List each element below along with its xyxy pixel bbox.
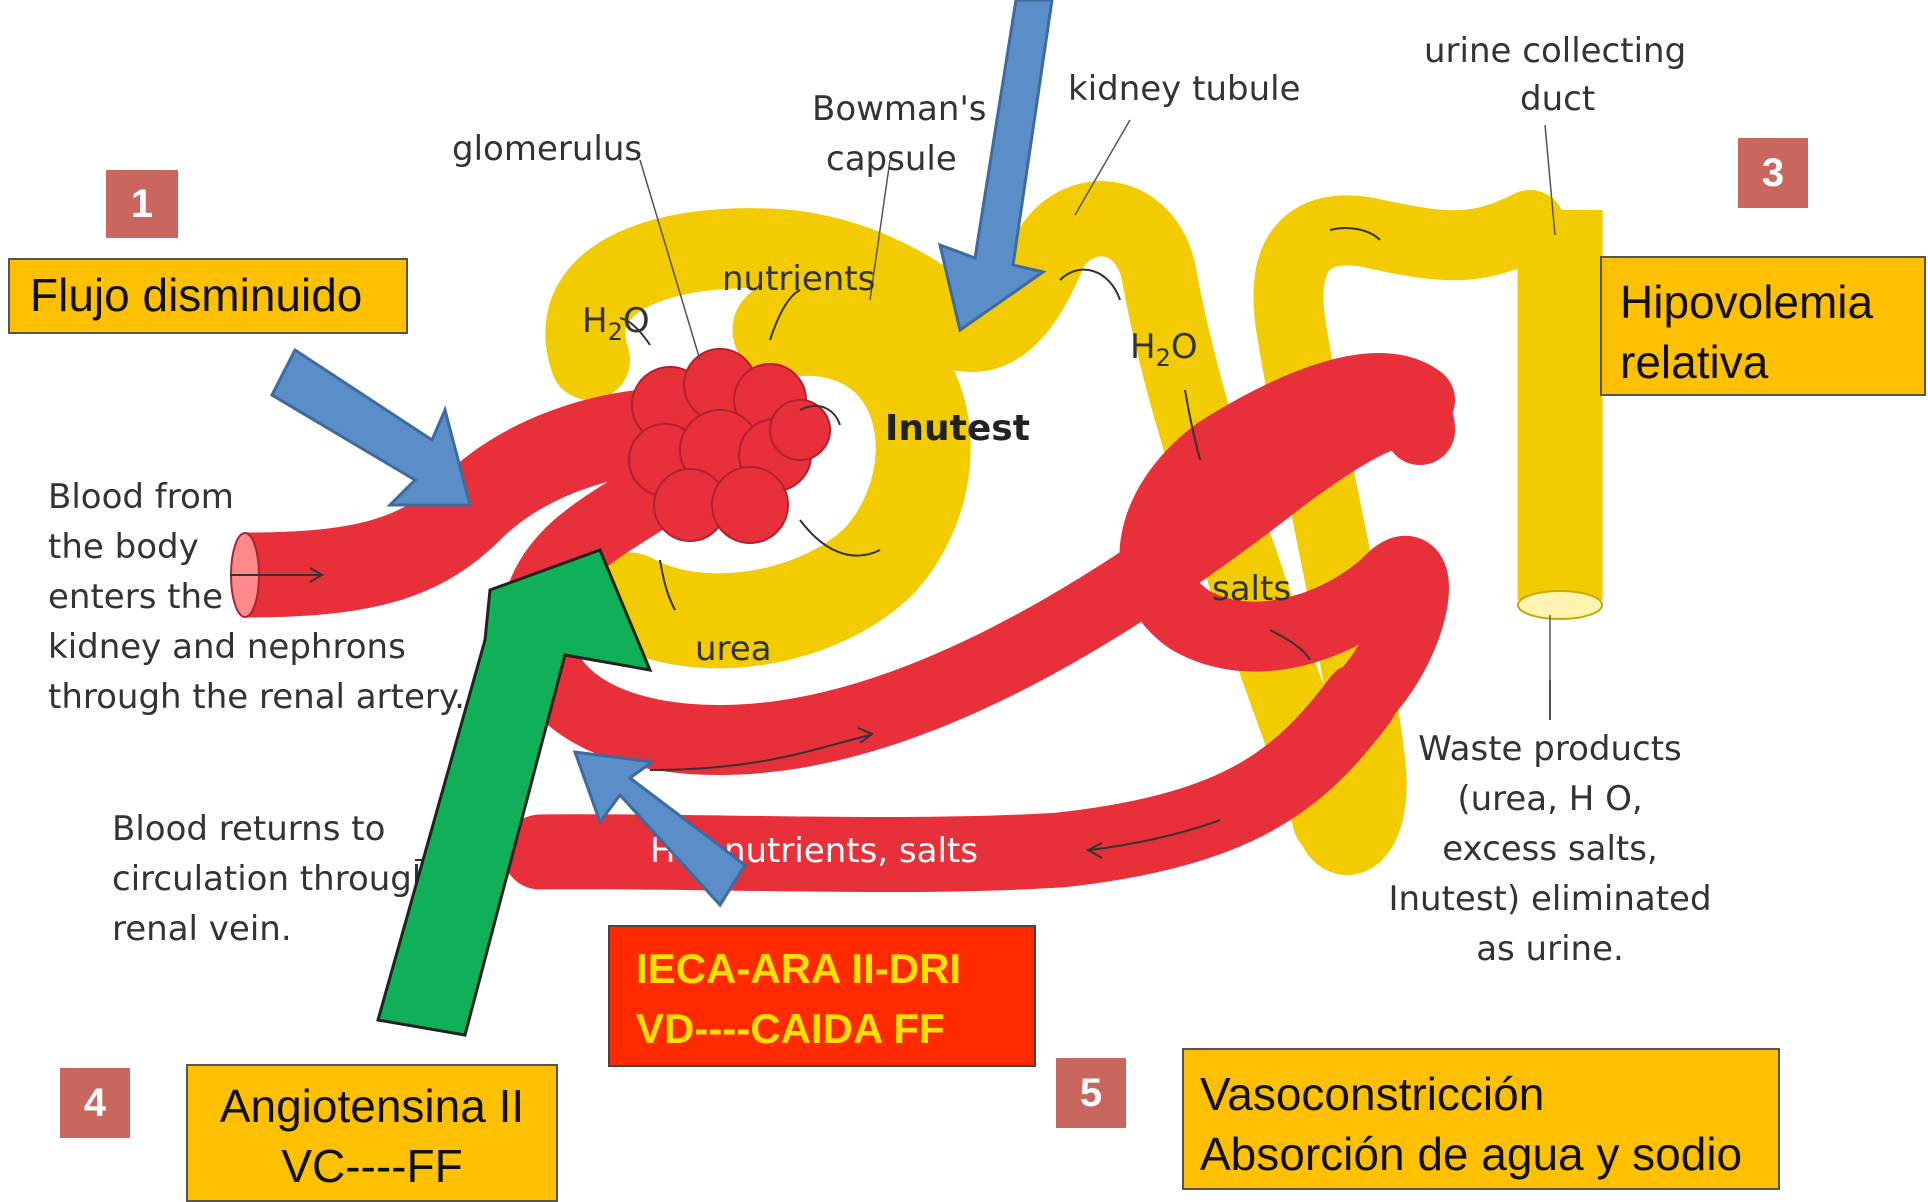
flujo-text: Flujo disminuido [30, 269, 362, 321]
blood-in-line: Blood from [48, 477, 234, 517]
label-urea: urea [695, 629, 772, 669]
vaso-line-1: Vasoconstricción [1200, 1064, 1778, 1124]
badge-5-text: 5 [1080, 1071, 1102, 1116]
label-kidney-tubule: kidney tubule [1068, 69, 1301, 109]
angio-line-2: VC----FF [188, 1136, 556, 1196]
waste-line: Waste products [1418, 729, 1682, 769]
blood-in-line: through the renal artery. [48, 677, 465, 717]
blood-in-line: the body [48, 527, 199, 567]
duct-opening [1518, 591, 1602, 619]
label-collecting-1: urine collecting [1424, 31, 1686, 71]
badge-4: 4 [60, 1068, 130, 1138]
label-blood-out: Blood returns to circulation through ren… [112, 809, 433, 949]
badge-3-text: 3 [1762, 151, 1784, 196]
waste-line: Inutest) eliminated [1388, 879, 1711, 919]
ieca-line-2: VD----CAIDA FF [636, 999, 1034, 1059]
vaso-line-2: Absorción de agua y sodio [1200, 1124, 1778, 1184]
glomerulus-cluster [629, 349, 830, 543]
badge-1-text: 1 [131, 182, 153, 227]
flujo-box: Flujo disminuido [8, 258, 408, 334]
waste-line: (urea, H O, [1457, 779, 1642, 819]
waste-line: as urine. [1476, 929, 1624, 969]
badge-1: 1 [106, 170, 178, 238]
blood-out-line: renal vein. [112, 909, 292, 949]
angio-line-1: Angiotensina II [188, 1076, 556, 1136]
badge-5: 5 [1056, 1058, 1126, 1128]
waste-line: excess salts, [1442, 829, 1658, 869]
ieca-line-1: IECA-ARA II-DRI [636, 939, 1034, 999]
blood-in-line: enters the [48, 577, 223, 617]
blood-in-line: kidney and nephrons [48, 627, 406, 667]
label-salts: salts [1212, 569, 1291, 609]
ieca-box: IECA-ARA II-DRI VD----CAIDA FF [608, 925, 1036, 1067]
blood-out-line: Blood returns to [112, 809, 385, 849]
vasoconstriccion-box: Vasoconstricción Absorción de agua y sod… [1182, 1048, 1780, 1190]
blue-arrow-left [272, 350, 470, 505]
hipovolemia-line-1: Hipovolemia [1620, 272, 1924, 332]
badge-3: 3 [1738, 138, 1808, 208]
label-inutest: Inutest [885, 408, 1030, 449]
hipovolemia-box: Hipovolemia relativa [1600, 256, 1926, 396]
label-nutrients: nutrients [722, 259, 875, 299]
label-collecting-2: duct [1520, 79, 1595, 119]
angiotensina-box: Angiotensina II VC----FF [186, 1064, 558, 1202]
label-bowmans-2: capsule [826, 139, 957, 179]
label-bowmans-1: Bowman's [812, 89, 987, 129]
label-glomerulus: glomerulus [452, 129, 642, 169]
hipovolemia-line-2: relativa [1620, 332, 1924, 392]
label-waste: Waste products (urea, H O, excess salts,… [1388, 729, 1711, 969]
badge-4-text: 4 [84, 1081, 106, 1126]
blood-out-line: circulation through [112, 859, 433, 899]
